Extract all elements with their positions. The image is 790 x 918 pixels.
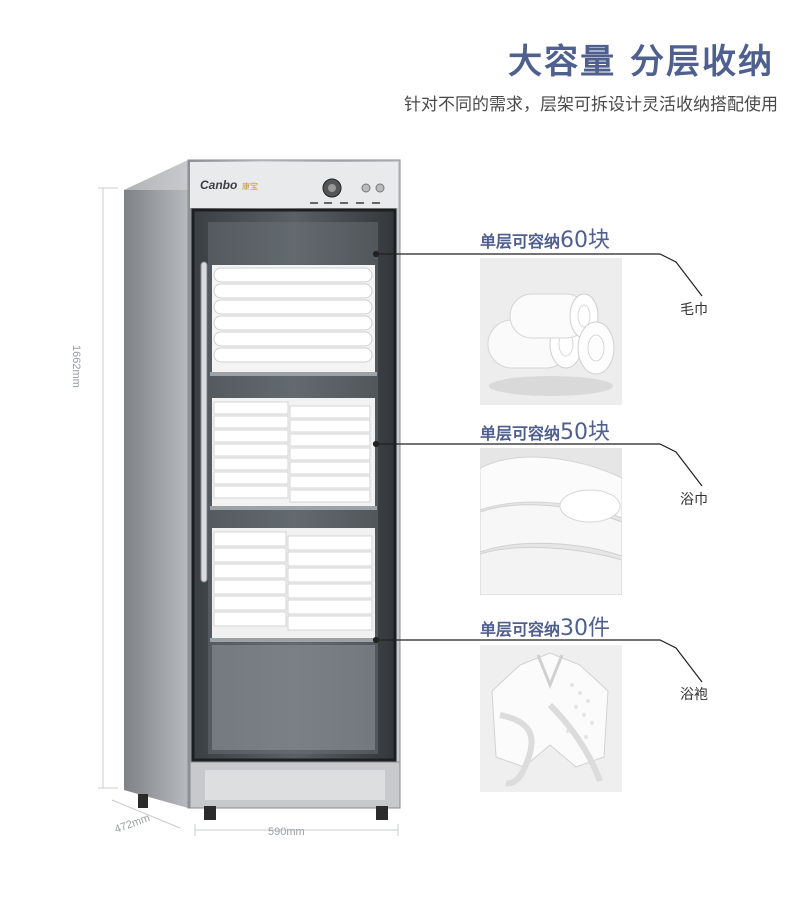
- page-subtitle: 针对不同的需求，层架可拆设计灵活收纳搭配使用: [404, 95, 778, 115]
- dimension-lines: [98, 187, 399, 836]
- bathrobe-photo: [480, 645, 622, 792]
- shelf-bathrobes: [210, 528, 377, 642]
- item-label-bathrobe: 浴袍: [680, 687, 708, 703]
- shelf-rolled-towels: [210, 265, 377, 376]
- brand-logo-suffix: 康宝: [242, 181, 258, 191]
- shelf-folded-towels: [210, 398, 377, 510]
- door-handle: [200, 261, 208, 583]
- item-label-bath-towel: 浴巾: [680, 492, 708, 508]
- height-label: 1662mm: [70, 345, 82, 388]
- rolled-towel-photo: [480, 258, 622, 405]
- capacity-label-towel: 单层可容纳60块: [480, 228, 611, 253]
- cabinet-side: [124, 160, 188, 808]
- capacity-label-bathrobe: 单层可容纳30件: [480, 616, 611, 641]
- brand-logo: Canbo: [200, 178, 237, 192]
- leader-lines: [372, 250, 703, 683]
- width-label: 590mm: [268, 826, 305, 838]
- cabinet-foot: [138, 794, 148, 808]
- folded-bath-towel-photo: [480, 448, 622, 595]
- cabinet-foot: [376, 806, 388, 820]
- cabinet-foot: [204, 806, 216, 820]
- page-title: 大容量 分层收纳: [508, 42, 774, 82]
- power-button-icon: [361, 183, 371, 193]
- capacity-label-bath-towel: 单层可容纳50块: [480, 420, 611, 445]
- item-label-towel: 毛巾: [680, 302, 708, 318]
- bottom-compartment: [212, 645, 375, 750]
